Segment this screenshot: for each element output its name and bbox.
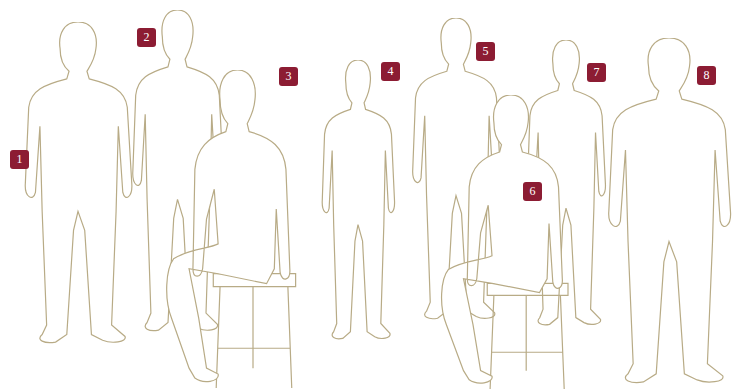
callout-number: 7 — [587, 63, 606, 82]
callout-number: 3 — [279, 67, 298, 86]
seated-person-silhouette — [167, 70, 296, 388]
callout-number: 8 — [697, 66, 716, 85]
callout-number: 2 — [137, 28, 156, 47]
callout-number: 6 — [523, 182, 542, 201]
person-silhouette — [25, 22, 132, 343]
callout-number: 5 — [476, 42, 495, 61]
seated-person-silhouette — [442, 95, 568, 389]
callout-number: 1 — [10, 150, 29, 169]
person-silhouette — [322, 60, 394, 339]
callout-number: 4 — [381, 62, 400, 81]
person-silhouette — [609, 38, 731, 382]
